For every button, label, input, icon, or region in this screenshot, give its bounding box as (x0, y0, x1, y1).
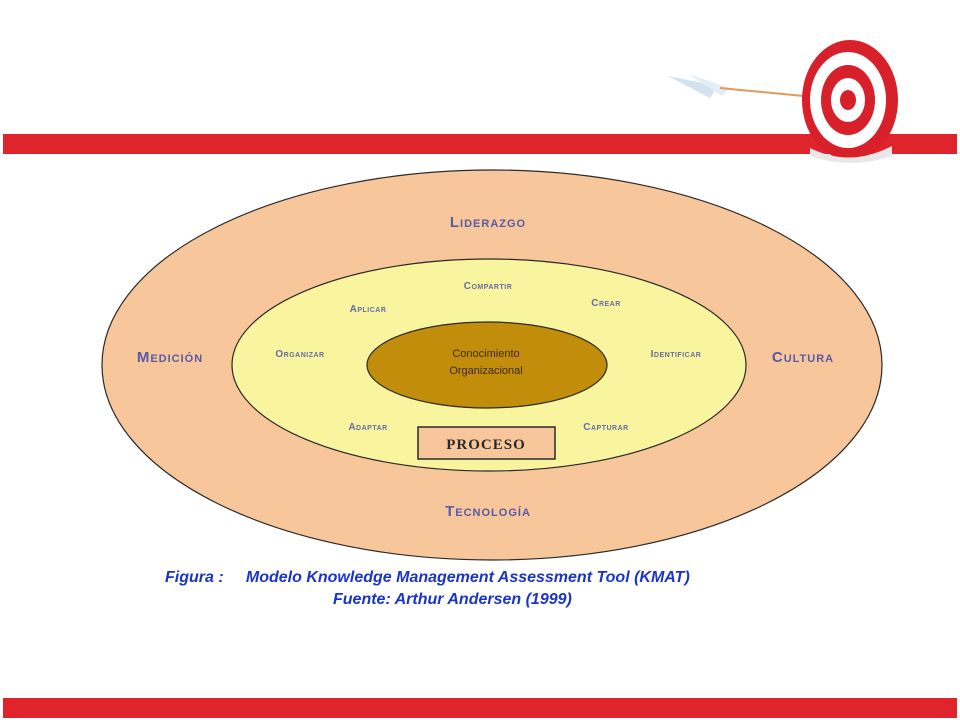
figure-source: Fuente: Arthur Andersen (1999) (333, 591, 572, 608)
label-organizacional: Organizacional (449, 365, 522, 377)
core-ellipse (366, 321, 608, 409)
bottom-accent-bar (3, 698, 957, 718)
label-crear: Crear (591, 298, 621, 309)
label-organizar: Organizar (275, 349, 324, 360)
target-board-icon (802, 40, 898, 163)
label-cultura: Cultura (772, 349, 834, 366)
label-adaptar: Adaptar (348, 422, 387, 433)
label-conocimiento: Conocimiento (452, 348, 519, 360)
label-aplicar: Aplicar (350, 304, 387, 315)
process-box-label: PROCESO (446, 437, 526, 453)
label-identificar: Identificar (651, 349, 702, 360)
target-arrow-icon (668, 40, 898, 163)
label-medicion: Medición (137, 349, 203, 366)
label-tecnologia: Tecnología (445, 503, 531, 520)
figure-caption: Figura : Modelo Knowledge Management Ass… (165, 569, 690, 586)
label-capturar: Capturar (583, 422, 628, 433)
process-box (417, 426, 556, 460)
arrow-feather-icon (668, 74, 730, 98)
label-compartir: Compartir (464, 281, 513, 292)
top-accent-bar (3, 134, 957, 154)
label-liderazgo: Liderazgo (450, 214, 526, 231)
